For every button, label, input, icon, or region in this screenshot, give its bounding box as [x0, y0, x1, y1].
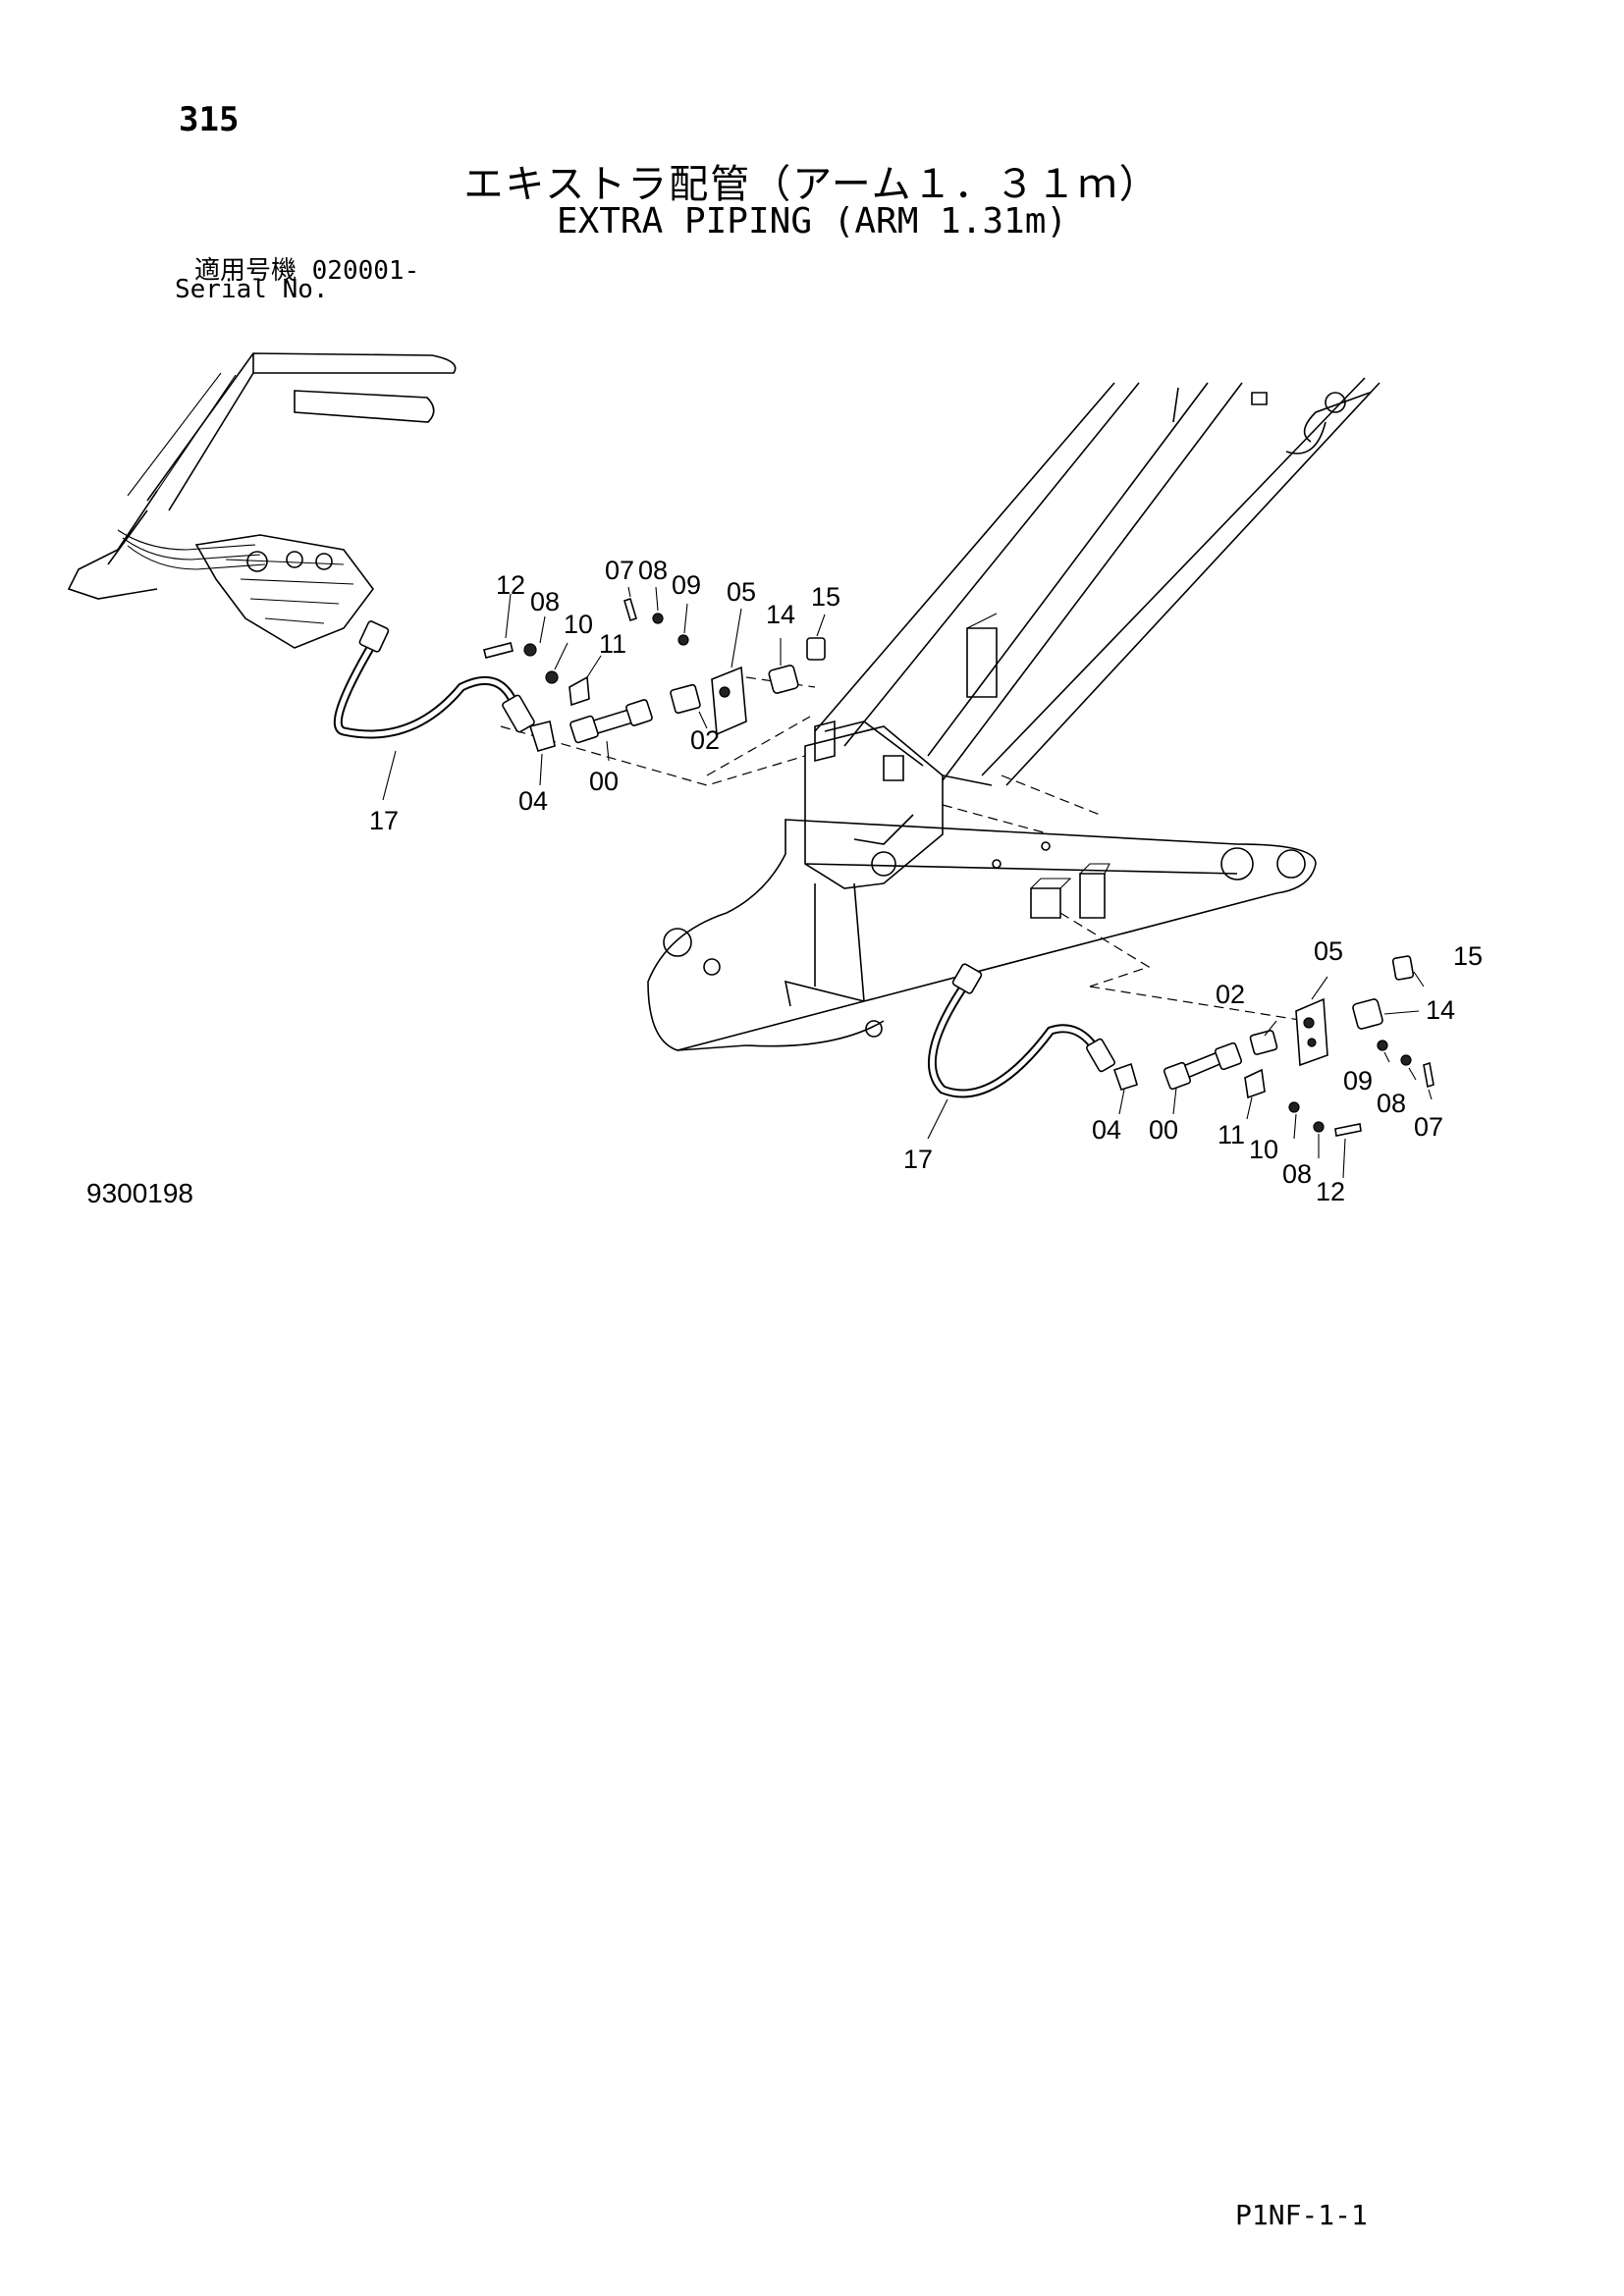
callout-lower-00: 00 [1149, 1115, 1178, 1145]
callout-lower-14: 14 [1426, 995, 1455, 1025]
callout-lower-15: 15 [1453, 941, 1483, 971]
callout-upper-17: 17 [369, 806, 399, 835]
callout-lower-11: 11 [1218, 1120, 1245, 1149]
page-number: 315 [179, 100, 240, 139]
callout-upper-07: 07 [605, 556, 634, 585]
callout-lower-08: 08 [1377, 1089, 1406, 1118]
callout-upper-05: 05 [727, 577, 756, 607]
callout-upper-11: 11 [599, 629, 626, 659]
callout-upper-00: 00 [589, 767, 619, 796]
serial-applicability-label: 適用号機 020001- [194, 256, 420, 286]
overview-machine-sketch [67, 352, 457, 649]
callout-upper-14: 14 [766, 600, 795, 629]
callout-lower-17: 17 [903, 1145, 933, 1174]
page-title-english: EXTRA PIPING (ARM 1.31m) [556, 201, 1068, 241]
lower-parts-group [927, 955, 1435, 1179]
callout-lower-09: 09 [1343, 1066, 1373, 1095]
callout-upper-12: 12 [496, 570, 525, 600]
callout-lower-05: 05 [1314, 936, 1343, 966]
callout-labels: 07 08 12 08 10 11 09 05 14 15 17 04 00 0… [369, 556, 1483, 1206]
footer-page-code: P1NF-1-1 [1235, 2199, 1368, 2231]
arm-drawing [647, 377, 1380, 1051]
assembly-lines [500, 676, 1307, 1022]
callout-lower-12: 12 [1316, 1177, 1345, 1206]
serial-number-label: Serial No. [175, 275, 329, 304]
callout-lower-10: 10 [1249, 1135, 1278, 1164]
callout-upper-08b: 08 [530, 587, 560, 616]
callout-lower-02: 02 [1216, 980, 1245, 1009]
callout-upper-10: 10 [564, 610, 593, 639]
callout-lower-08b: 08 [1282, 1159, 1312, 1189]
callout-lower-04: 04 [1092, 1115, 1121, 1145]
callout-upper-08: 08 [638, 556, 668, 585]
callout-upper-09: 09 [672, 570, 701, 600]
figure-number: 9300198 [86, 1178, 194, 1208]
callout-upper-04: 04 [518, 786, 548, 816]
callout-upper-15: 15 [811, 582, 840, 612]
upper-parts-group [333, 586, 826, 801]
page-title-japanese: エキストラ配管（アーム１．３１ｍ） [463, 162, 1161, 207]
callout-upper-02: 02 [690, 725, 720, 755]
callout-lower-07: 07 [1414, 1112, 1443, 1142]
